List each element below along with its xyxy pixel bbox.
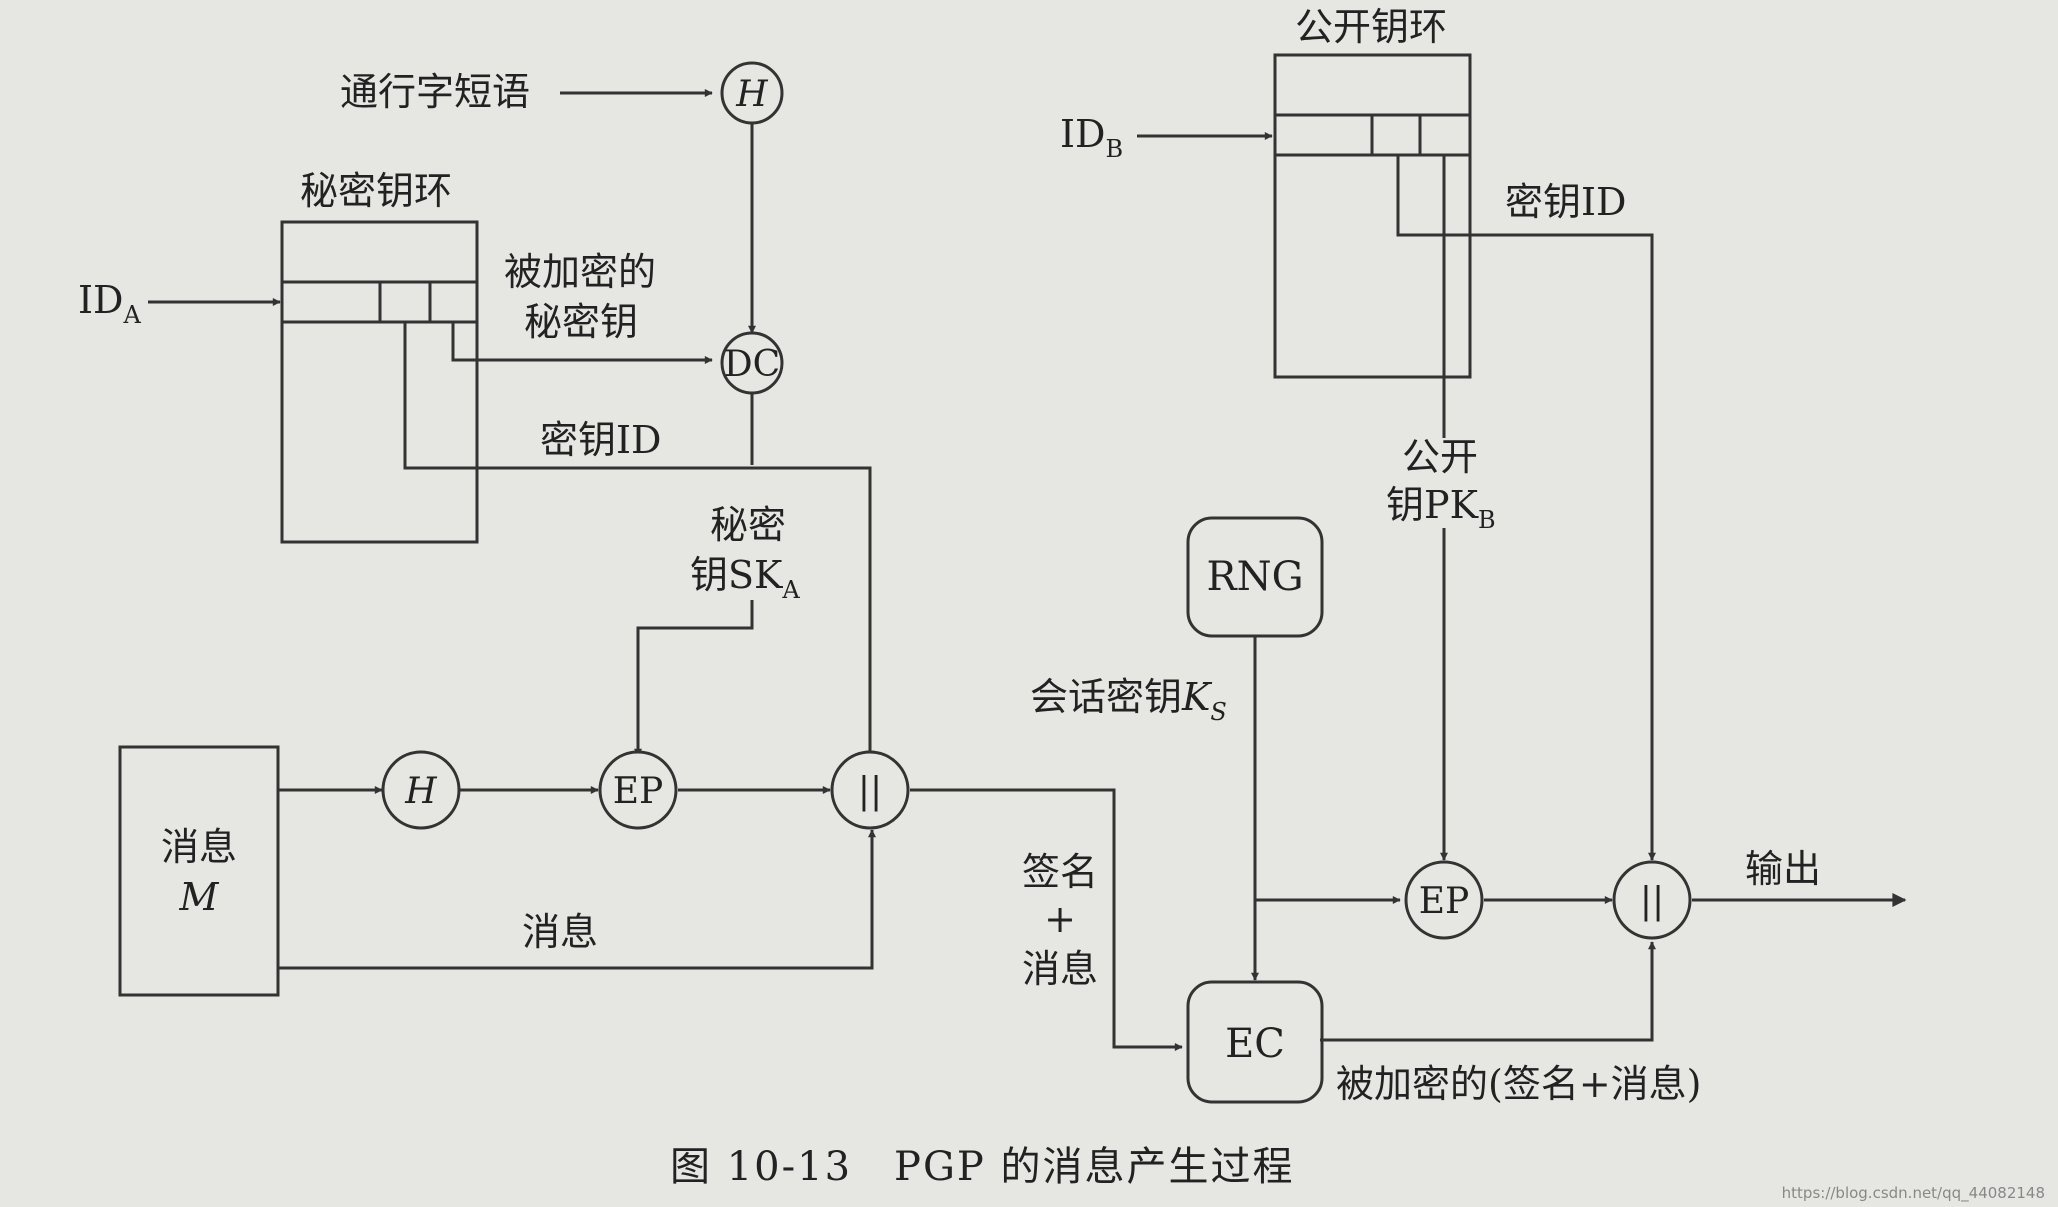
passphrase-label: 通行字短语 (340, 70, 530, 114)
public-keyring-title: 公开钥环 (1295, 5, 1447, 49)
private-keyring-box (280, 220, 479, 544)
watermark: https://blog.csdn.net/qq_44082148 (1782, 1184, 2045, 1203)
encrypted-private-key-line2: 秘密钥 (524, 300, 638, 344)
ec-label: EC (1225, 1021, 1285, 1067)
key-id-right-label: 密钥ID (1505, 180, 1626, 224)
encrypt-private-label: EP (613, 771, 664, 812)
arrow-encrypted-key-to-decrypt (451, 322, 713, 364)
sig-msg-line2: + (1044, 897, 1076, 941)
rng-box (1186, 516, 1324, 638)
encrypted-private-key-line1: 被加密的 (504, 250, 656, 294)
message-box-label-line1: 消息 (161, 825, 237, 869)
ec-box (1186, 980, 1324, 1104)
hash-top-node (720, 61, 784, 125)
message-box-label-line2: M (179, 875, 220, 919)
encrypt-public-node (1404, 860, 1484, 940)
sig-msg-line3: 消息 (1022, 947, 1098, 991)
connectors (148, 89, 1907, 1051)
hash-msg-node (381, 750, 461, 830)
figure-caption: 图 10-13 PGP 的消息产生过程 (670, 1144, 1295, 1190)
concat-right-label: || (1640, 881, 1664, 922)
public-key-line2: 钥PKB (1386, 483, 1496, 534)
arrow-private-key-down-to-ep (634, 600, 754, 757)
private-key-line2: 钥SKA (690, 553, 800, 604)
encrypted-sig-msg-label: 被加密的(签名+消息) (1336, 1062, 1702, 1106)
public-keyring-box (1273, 53, 1472, 379)
decrypt-node (720, 331, 784, 395)
hash-msg-label: H (404, 771, 437, 812)
private-keyring (280, 220, 479, 544)
encrypt-public-label: EP (1419, 881, 1470, 922)
arrow-concat-to-ec (910, 788, 1183, 1051)
id-b-label: IDB (1060, 112, 1123, 163)
output-label: 输出 (1745, 847, 1821, 891)
concat-left-label: || (858, 771, 882, 812)
key-id-left-label: 密钥ID (540, 418, 661, 462)
private-key-line1: 秘密 (710, 503, 786, 547)
concat-right-node (1612, 860, 1692, 940)
arrow-ec-to-right-concat (1320, 941, 1656, 1042)
hash-top-label: H (735, 74, 768, 115)
session-key-label: 会话密钥KS (1030, 675, 1227, 726)
message-box (118, 745, 280, 997)
decrypt-label: DC (724, 344, 780, 385)
arrow-keyid-to-right-concat (1396, 155, 1656, 861)
id-a-label: IDA (78, 278, 141, 329)
public-keyring (1273, 53, 1472, 379)
arrow-message-to-concat (278, 829, 876, 970)
private-keyring-title: 秘密钥环 (300, 169, 452, 213)
message-line-label: 消息 (522, 910, 598, 954)
concat-left-node (830, 750, 910, 830)
rng-label: RNG (1206, 554, 1303, 600)
encrypt-private-node (598, 750, 678, 830)
sig-msg-line1: 签名 (1022, 850, 1098, 894)
public-key-line1: 公开 (1402, 435, 1478, 479)
arrow-keyid-to-left-concat (403, 322, 874, 759)
